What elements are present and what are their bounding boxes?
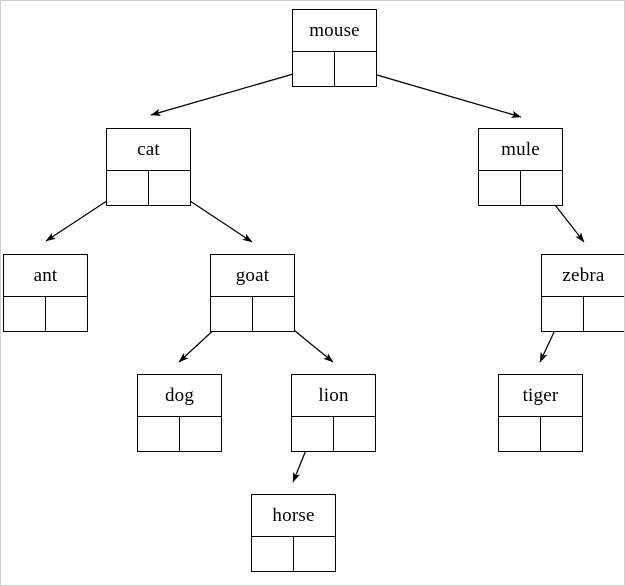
tree-node-pointer-cells	[107, 170, 190, 205]
tree-node-mouse[interactable]: mouse	[292, 9, 377, 87]
left-pointer-cell	[479, 171, 521, 205]
left-pointer-cell	[4, 297, 46, 331]
tree-node-horse[interactable]: horse	[251, 494, 336, 572]
tree-node-ant[interactable]: ant	[3, 254, 88, 332]
left-pointer-cell	[499, 417, 541, 451]
tree-edge-mouse-to-mule	[352, 67, 522, 118]
tree-edge-mouse-to-cat	[150, 67, 315, 116]
tree-node-tiger[interactable]: tiger	[498, 374, 583, 452]
right-pointer-cell	[253, 297, 294, 331]
tree-node-pointer-cells	[479, 170, 562, 205]
tree-node-pointer-cells	[211, 296, 294, 331]
tree-node-label: mule	[501, 139, 540, 160]
left-pointer-cell	[292, 417, 334, 451]
tree-node-label: cat	[137, 139, 160, 160]
tree-node-label: goat	[235, 265, 270, 286]
tree-node-label: dog	[164, 385, 195, 406]
tree-node-cat[interactable]: cat	[106, 128, 191, 206]
right-pointer-cell	[334, 417, 375, 451]
right-pointer-cell	[541, 417, 582, 451]
tree-node-label: horse	[272, 505, 315, 526]
tree-node-zebra[interactable]: zebra	[541, 254, 624, 332]
tree-node-pointer-cells	[292, 416, 375, 451]
tree-node-lion[interactable]: lion	[291, 374, 376, 452]
left-pointer-cell	[138, 417, 180, 451]
right-pointer-cell	[149, 171, 190, 205]
tree-node-dog[interactable]: dog	[137, 374, 222, 452]
left-pointer-cell	[107, 171, 149, 205]
right-pointer-cell	[584, 297, 624, 331]
tree-node-label: tiger	[522, 385, 559, 406]
right-pointer-cell	[180, 417, 221, 451]
tree-node-pointer-cells	[499, 416, 582, 451]
left-pointer-cell	[211, 297, 253, 331]
tree-node-pointer-cells	[293, 51, 376, 86]
tree-node-label: zebra	[562, 265, 605, 286]
right-pointer-cell	[521, 171, 562, 205]
right-pointer-cell	[335, 52, 376, 86]
tree-node-pointer-cells	[252, 536, 335, 571]
tree-node-mule[interactable]: mule	[478, 128, 563, 206]
tree-node-goat[interactable]: goat	[210, 254, 295, 332]
tree-node-pointer-cells	[4, 296, 87, 331]
tree-node-label: lion	[318, 385, 349, 406]
right-pointer-cell	[294, 537, 335, 571]
tree-node-pointer-cells	[542, 296, 624, 331]
tree-node-label: mouse	[309, 20, 360, 41]
tree-node-label: ant	[33, 265, 58, 286]
left-pointer-cell	[293, 52, 335, 86]
left-pointer-cell	[252, 537, 294, 571]
tree-node-pointer-cells	[138, 416, 221, 451]
right-pointer-cell	[46, 297, 87, 331]
left-pointer-cell	[542, 297, 584, 331]
